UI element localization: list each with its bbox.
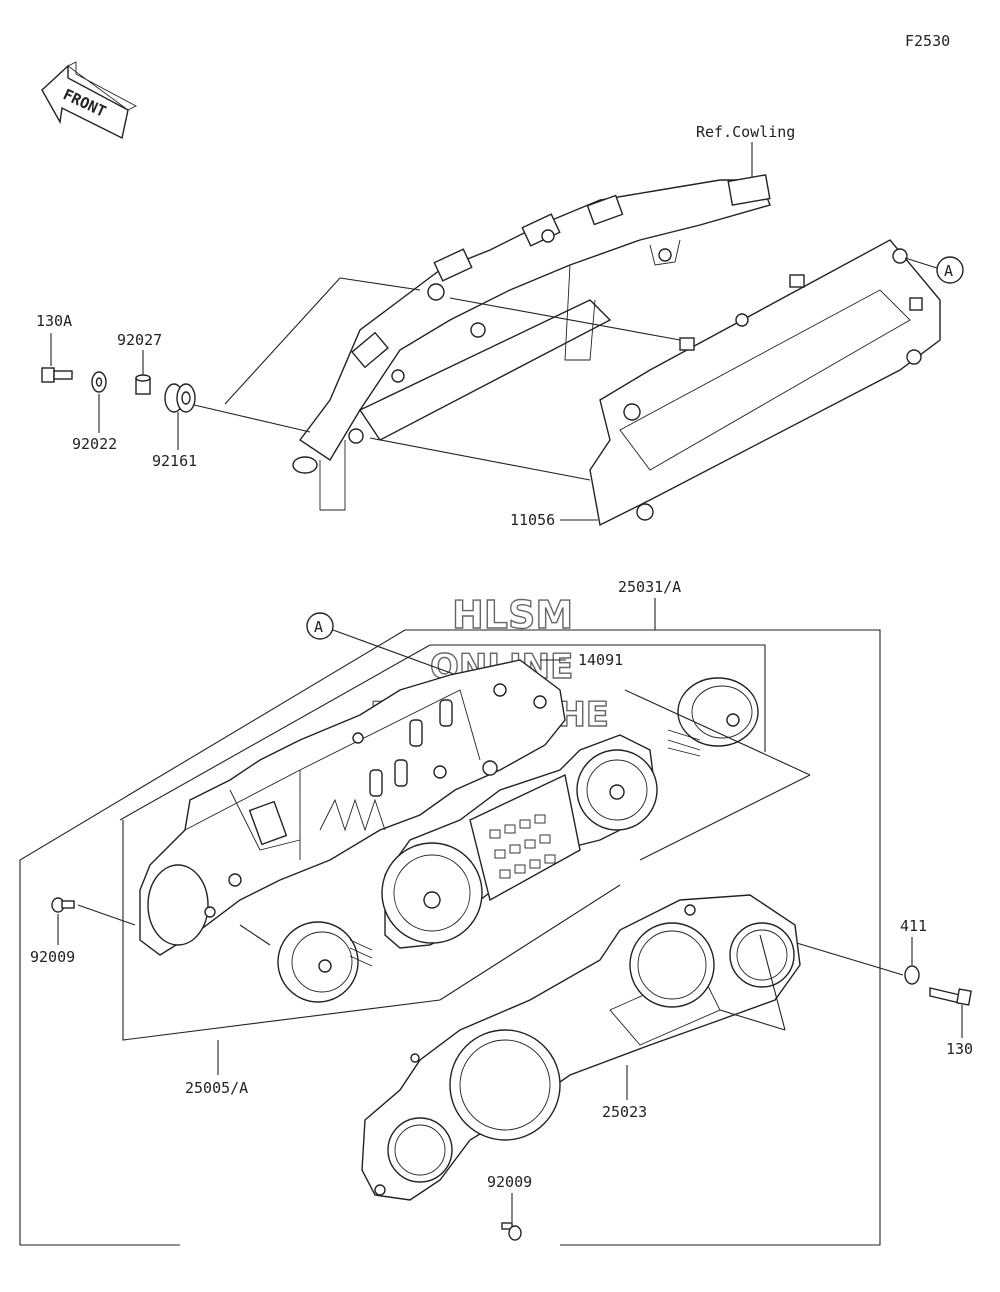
lcd-display	[469, 773, 581, 902]
cover-ring-right	[729, 922, 795, 988]
part-130-bolt	[929, 987, 972, 1006]
label-130: 130	[946, 1040, 973, 1058]
ref-marker-a-top	[936, 256, 964, 284]
spring-coils	[319, 798, 386, 832]
front-arrow-icon: FRONT	[41, 61, 137, 140]
part-11056-panel	[589, 239, 941, 527]
label-11056: 11056	[510, 511, 555, 529]
part-92009-screw-left	[51, 897, 75, 913]
label-130a: 130A	[36, 312, 72, 330]
label-14091: 14091	[578, 651, 623, 669]
meter-bracket-frame	[292, 174, 771, 511]
cover-ring-tach	[629, 922, 715, 1008]
label-411: 411	[900, 917, 927, 935]
label-92022: 92022	[72, 435, 117, 453]
part-92009-screw-bottom	[501, 1222, 522, 1241]
gauge-cluster-25005a	[381, 734, 658, 949]
label-ref-cowling: Ref.Cowling	[696, 123, 795, 141]
ref-marker-a-bottom	[306, 612, 334, 640]
part-25023-meter-cover	[361, 894, 801, 1201]
label-25023: 25023	[602, 1103, 647, 1121]
part-14091-small-gauge	[667, 677, 759, 757]
label-25031a: 25031/A	[618, 578, 681, 596]
part-130a-bolt	[41, 367, 73, 383]
cover-ring-speedo	[449, 1029, 561, 1141]
label-25005a: 25005/A	[185, 1079, 248, 1097]
meter-case-housing	[139, 659, 566, 956]
label-92009-left: 92009	[30, 948, 75, 966]
label-92009-bottom: 92009	[487, 1173, 532, 1191]
cover-ring-left	[387, 1117, 453, 1183]
ref-marker-a-bottom-label: A	[314, 618, 323, 636]
part-92027-collar	[135, 374, 151, 395]
small-gauge-left	[277, 921, 373, 1003]
label-92027: 92027	[117, 331, 162, 349]
figure-code: F2530	[905, 32, 950, 50]
part-411-washer	[904, 965, 920, 985]
part-92161-grommet	[164, 383, 196, 413]
label-92161: 92161	[152, 452, 197, 470]
ref-marker-a-top-label: A	[944, 262, 953, 280]
part-92022-washer	[91, 371, 107, 393]
